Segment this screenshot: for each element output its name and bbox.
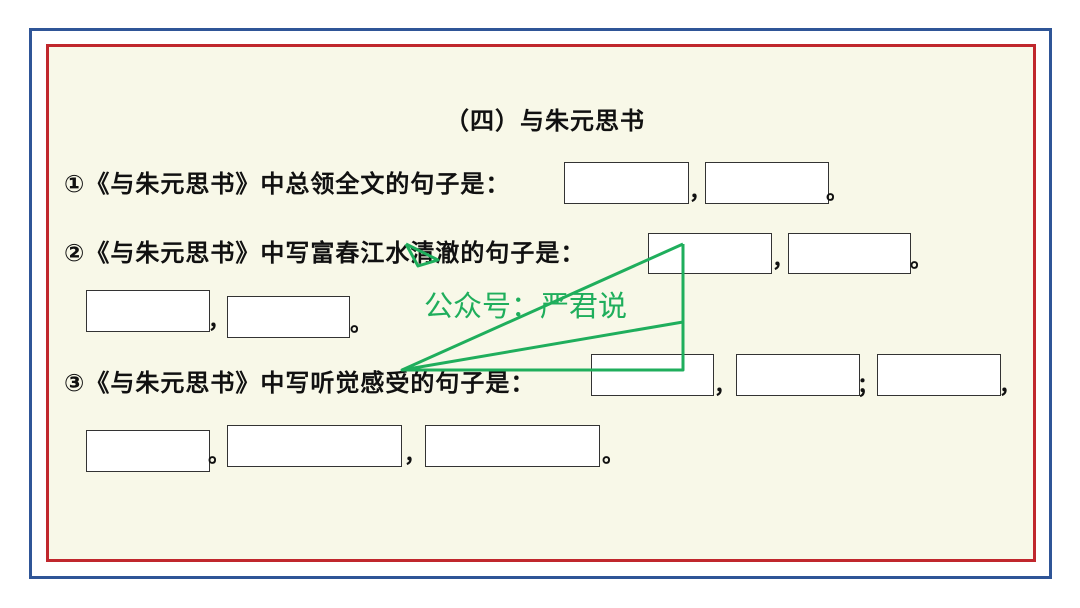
- q1-period: 。: [826, 180, 849, 205]
- question-1-text: ①《与朱元思书》中总领全文的句子是：: [64, 170, 511, 198]
- q1-blank-2[interactable]: [705, 162, 829, 204]
- q3-blank-2[interactable]: [736, 354, 860, 396]
- q2-blank-3[interactable]: [86, 290, 210, 332]
- inner-red-border: [46, 44, 1036, 562]
- q2-blank-4[interactable]: [227, 296, 350, 338]
- q3-period-1: 。: [208, 443, 231, 468]
- q3-blank-3[interactable]: [877, 354, 1001, 396]
- q3-comma-1: ，: [714, 374, 737, 399]
- q3-blank-1[interactable]: [591, 354, 714, 396]
- section-title: （四）与朱元思书: [445, 107, 645, 135]
- q3-blank-4[interactable]: [86, 430, 210, 472]
- q3-comma-2: ，: [999, 374, 1022, 399]
- q2-period-2: 。: [350, 312, 373, 337]
- q3-blank-6[interactable]: [425, 425, 600, 467]
- q3-comma-3: ，: [404, 443, 427, 468]
- outer-blue-border: [29, 28, 1052, 579]
- q3-period-2: 。: [602, 443, 625, 468]
- q2-period-1: 。: [910, 248, 933, 273]
- q2-blank-2[interactable]: [788, 233, 911, 274]
- q2-blank-1[interactable]: [648, 233, 772, 274]
- q3-semicolon: ；: [857, 374, 880, 399]
- q3-blank-5[interactable]: [227, 425, 402, 467]
- q2-comma-2: ，: [208, 309, 231, 334]
- watermark-text: 公众号：严君说: [424, 289, 628, 323]
- question-3-text: ③《与朱元思书》中写听觉感受的句子是：: [64, 369, 536, 397]
- question-2-text: ②《与朱元思书》中写富春江水清澈的句子是：: [64, 239, 586, 267]
- q1-blank-1[interactable]: [564, 162, 689, 204]
